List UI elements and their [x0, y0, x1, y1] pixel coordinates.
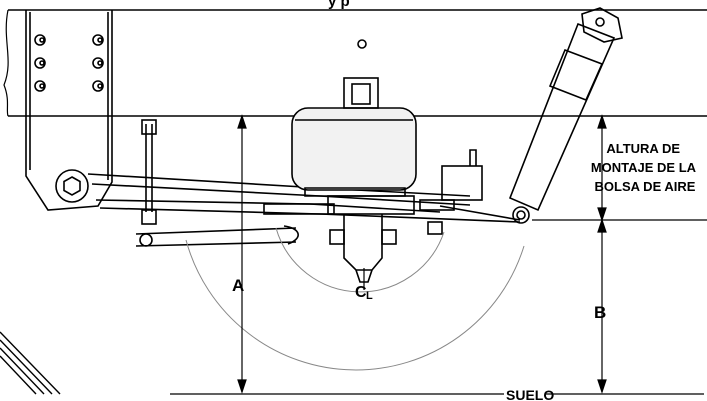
shock-absorber	[508, 7, 623, 224]
centerline-sub-label: L	[366, 290, 373, 302]
airbag-mount-height-dimension	[597, 114, 607, 222]
dimension-b-label: B	[594, 303, 606, 322]
front-hanger-bracket	[25, 10, 113, 211]
title-fragment: y p	[328, 0, 350, 10]
tire-edge-detail	[0, 331, 61, 395]
wheel-outlines	[185, 227, 525, 371]
dimension-a	[237, 114, 247, 394]
ground-label: SUELO	[506, 387, 554, 401]
dimension-b	[532, 218, 707, 394]
airbag-mount-height-label: ALTURA DE MONTAJE DE LA BOLSA DE AIRE	[591, 141, 699, 194]
air-spring	[291, 77, 417, 197]
end-link	[135, 119, 299, 247]
frame-hole	[357, 39, 367, 49]
centerline-label: C	[355, 284, 367, 301]
dimension-a-label: A	[232, 276, 244, 295]
